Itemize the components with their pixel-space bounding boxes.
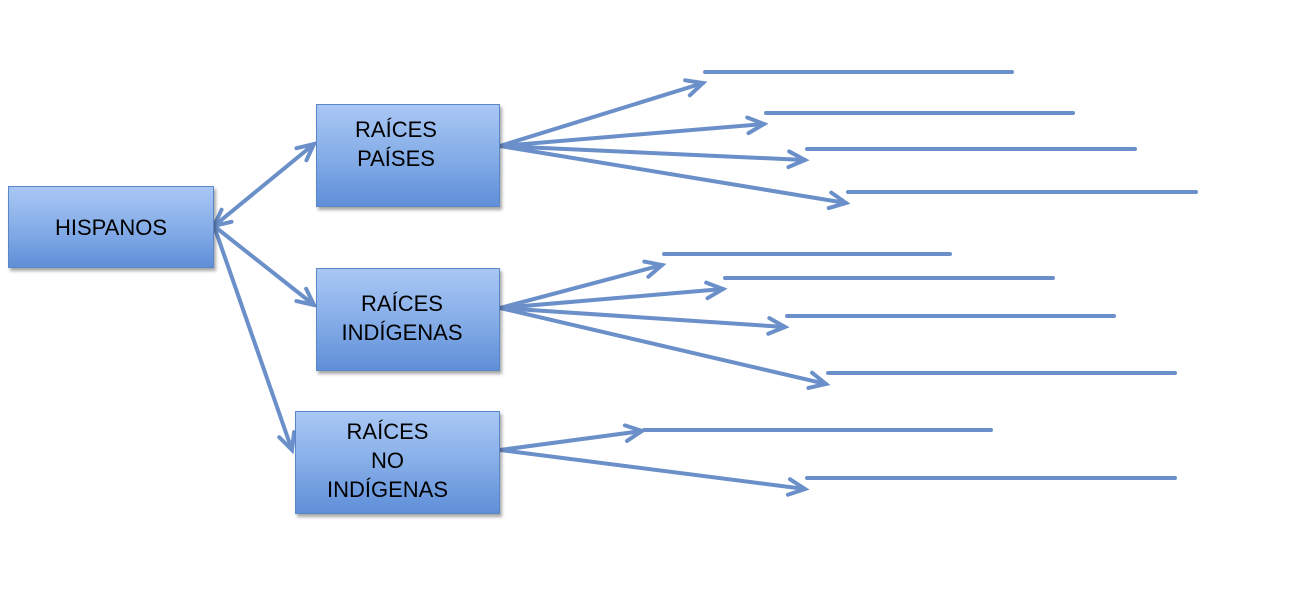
connector-indigenas-4-head [806,370,831,390]
connector-root-no-indigenas-head [277,430,297,455]
node-raices-paises: RAÍCES PAÍSES [316,104,500,207]
node-raices-no-indigenas-label: RAÍCES NO INDÍGENAS [326,419,449,502]
connector-paises-2-line [498,122,766,148]
node-raices-paises-label: RAÍCES PAÍSES [355,116,437,171]
connector-indigenas-2-line [498,287,725,310]
connector-no-indigenas-1-head [622,423,647,443]
connector-no-indigenas-2-line [498,448,807,491]
node-raices-no-indigenas: RAÍCES NO INDÍGENAS [295,411,500,514]
connector-root-indigenas-line [212,224,316,307]
connector-paises-3-head [786,149,810,170]
connector-indigenas-2-head [704,280,728,301]
connector-root-paises-line [212,142,316,228]
connector-root-no-indigenas-line [212,224,294,452]
node-raices-indigenas: RAÍCES INDÍGENAS [316,268,500,371]
connector-indigenas-1-head [642,259,667,279]
connector-root-indigenas-head [294,286,318,308]
connector-paises-3-line [498,144,807,162]
connector-indigenas-1-line [498,263,664,310]
connector-paises-4-line [498,144,848,205]
node-hispanos: HISPANOS [8,186,214,268]
connector-paises-1-line [498,81,705,148]
connector-indigenas-3-line [498,306,787,329]
connector-indigenas-4-line [498,306,828,386]
node-raices-indigenas-label: RAÍCES INDÍGENAS [341,290,463,345]
node-hispanos-label: HISPANOS [54,214,168,240]
connector-indigenas-3-head [766,316,790,336]
connector-paises-2-head [745,115,769,136]
connector-no-indigenas-1-line [498,429,644,452]
connector-root-paises-head [294,141,318,163]
connector-paises-1-head [683,78,708,98]
connector-paises-4-head [826,190,851,211]
connector-no-indigenas-2-head [785,477,810,497]
